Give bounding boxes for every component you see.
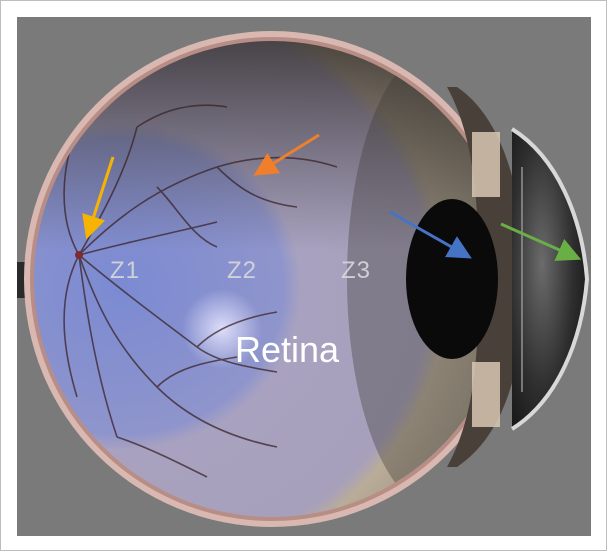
eye-illustration [17, 17, 591, 536]
cornea [512, 129, 587, 429]
lens [406, 199, 498, 359]
eye-cross-section-image: Z1 Z2 Z3 Retina [17, 17, 591, 536]
retina-label: Retina [235, 329, 339, 371]
zone-1-label: Z1 [110, 257, 140, 285]
optic-disc [75, 251, 83, 259]
zone-2-label: Z2 [227, 257, 257, 285]
zone-3-label: Z3 [341, 257, 371, 285]
